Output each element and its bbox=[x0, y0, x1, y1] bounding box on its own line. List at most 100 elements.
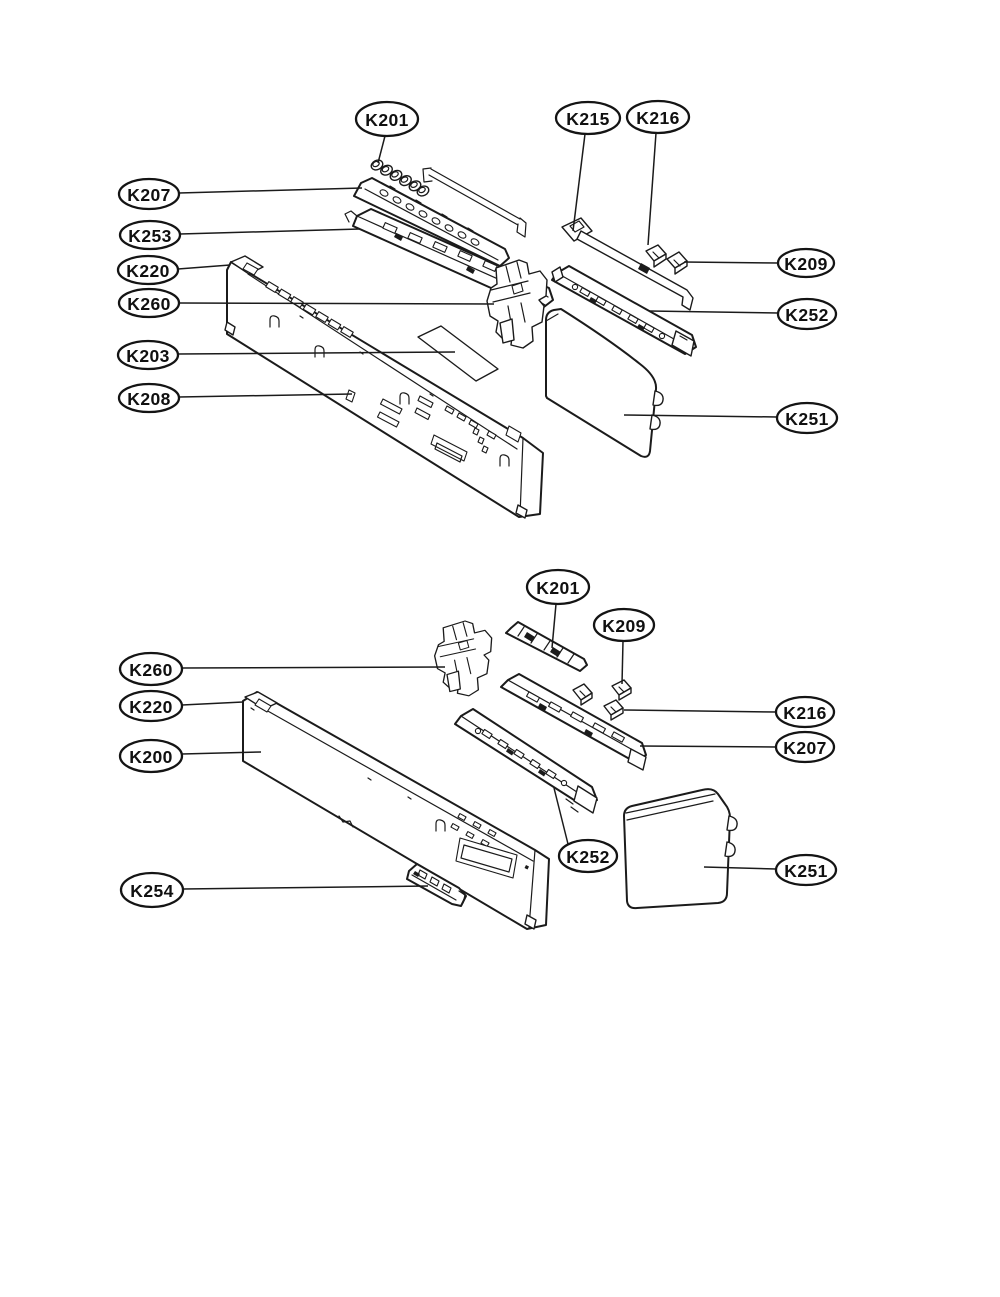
callout-label: K201 bbox=[365, 110, 408, 130]
callout-k260-top: K260 bbox=[117, 287, 495, 319]
callout-k215-top: K215 bbox=[554, 100, 622, 232]
part-top-k203-label bbox=[417, 325, 499, 382]
callout-k207-top: K207 bbox=[117, 177, 363, 211]
callout-label: K216 bbox=[636, 108, 679, 128]
callout-bubble bbox=[118, 689, 184, 723]
part-top-k209-clip bbox=[666, 251, 688, 275]
callout-k203-top: K203 bbox=[116, 339, 456, 371]
part-bottom-k216-clip bbox=[603, 699, 624, 721]
callout-leader-line bbox=[181, 751, 262, 755]
callout-bubble bbox=[774, 730, 836, 764]
callout-bubble bbox=[118, 651, 184, 687]
callout-bubble bbox=[776, 247, 836, 279]
callout-label: K207 bbox=[783, 738, 826, 758]
callout-k201-top: K201 bbox=[354, 100, 420, 164]
part-bottom-k200-panel bbox=[242, 691, 550, 930]
callout-label: K252 bbox=[785, 305, 828, 325]
part-bottom-k251-display bbox=[623, 788, 738, 910]
part-top-k216-clip bbox=[645, 244, 667, 268]
callout-label: K251 bbox=[785, 409, 828, 429]
callout-leader-line bbox=[623, 709, 777, 713]
callout-label: K254 bbox=[130, 881, 173, 901]
callout-label: K200 bbox=[129, 747, 172, 767]
callout-label: K251 bbox=[784, 861, 827, 881]
callout-k220-top: K220 bbox=[116, 254, 231, 286]
callout-k209-bottom: K209 bbox=[592, 607, 656, 685]
callout-bubble bbox=[118, 738, 184, 774]
callout-bubble bbox=[354, 100, 420, 138]
callout-k253-top: K253 bbox=[118, 219, 361, 251]
callout-leader-line bbox=[648, 310, 779, 314]
callout-leader-line bbox=[551, 603, 557, 649]
callout-label: K220 bbox=[129, 697, 172, 717]
callout-label: K201 bbox=[536, 578, 579, 598]
callout-bubble bbox=[775, 401, 839, 435]
callout-k260-bottom: K260 bbox=[118, 651, 446, 687]
callout-leader-line bbox=[177, 264, 231, 270]
callout-k252-bottom: K252 bbox=[553, 787, 619, 874]
callout-leader-line bbox=[182, 885, 429, 890]
callout-label: K208 bbox=[127, 389, 170, 409]
callout-bubble bbox=[774, 853, 838, 887]
part-top-k201-button-strip bbox=[370, 159, 430, 197]
callout-label: K216 bbox=[783, 703, 826, 723]
callout-k251-bottom: K251 bbox=[703, 853, 838, 887]
callout-leader-line bbox=[703, 866, 777, 870]
part-bottom-k260-latch bbox=[433, 620, 493, 697]
part-bottom-k207-support-bar bbox=[500, 673, 647, 771]
callout-bubble bbox=[557, 838, 619, 874]
callout-k216-bottom: K216 bbox=[623, 695, 836, 729]
part-bottom-clip bbox=[572, 683, 593, 706]
callout-label: K209 bbox=[602, 616, 645, 636]
callout-k252-top: K252 bbox=[648, 297, 838, 331]
callout-bubble bbox=[592, 607, 656, 643]
callout-leader-line bbox=[623, 414, 778, 418]
callout-label: K203 bbox=[126, 346, 169, 366]
callout-leader-line bbox=[572, 133, 586, 232]
callout-bubble bbox=[118, 219, 182, 251]
part-top-k260-latch bbox=[486, 259, 548, 349]
callout-label: K209 bbox=[784, 254, 827, 274]
callout-k251-top: K251 bbox=[623, 401, 839, 435]
callout-k201-bottom: K201 bbox=[525, 568, 591, 649]
bottom-exploded-view bbox=[242, 620, 738, 930]
callout-label: K215 bbox=[566, 109, 609, 129]
callout-leader-line bbox=[639, 745, 777, 748]
callout-bubble bbox=[117, 287, 181, 319]
callout-label: K252 bbox=[566, 847, 609, 867]
part-bottom-k209-clip bbox=[611, 679, 632, 701]
callout-label: K260 bbox=[127, 294, 170, 314]
callout-leader-line bbox=[683, 261, 779, 264]
callout-leader-line bbox=[181, 666, 446, 669]
callout-leader-line bbox=[178, 393, 353, 398]
callout-bubble bbox=[116, 339, 180, 371]
part-top-k215-bracket-bar bbox=[561, 217, 694, 311]
callout-label: K253 bbox=[128, 226, 171, 246]
callout-bubble bbox=[116, 254, 180, 286]
callout-bubble bbox=[625, 99, 691, 135]
callout-bubble bbox=[117, 177, 181, 211]
callout-label: K260 bbox=[129, 660, 172, 680]
part-bottom-k254-bracket bbox=[406, 863, 467, 907]
callout-leader-line bbox=[621, 640, 624, 685]
callout-label: K207 bbox=[127, 185, 170, 205]
callout-label: K220 bbox=[126, 261, 169, 281]
callout-k220-bottom: K220 bbox=[118, 689, 244, 723]
callout-leader-line bbox=[181, 701, 244, 706]
callout-bubble bbox=[554, 100, 622, 136]
callout-bubble bbox=[776, 297, 838, 331]
callout-leader-line bbox=[647, 132, 657, 246]
callout-leader-line bbox=[178, 187, 363, 194]
callout-k207-bottom: K207 bbox=[639, 730, 836, 764]
callout-bubble bbox=[119, 871, 185, 909]
callout-bubble bbox=[117, 382, 181, 414]
callout-k216-top: K216 bbox=[625, 99, 691, 246]
callout-k208-top: K208 bbox=[117, 382, 353, 414]
callout-leader-line bbox=[178, 302, 495, 305]
callout-k254-bottom: K254 bbox=[119, 871, 429, 909]
part-bottom-k252-pcb bbox=[454, 708, 598, 814]
callout-leader-line bbox=[377, 135, 386, 164]
part-top-k251-display bbox=[545, 308, 664, 458]
